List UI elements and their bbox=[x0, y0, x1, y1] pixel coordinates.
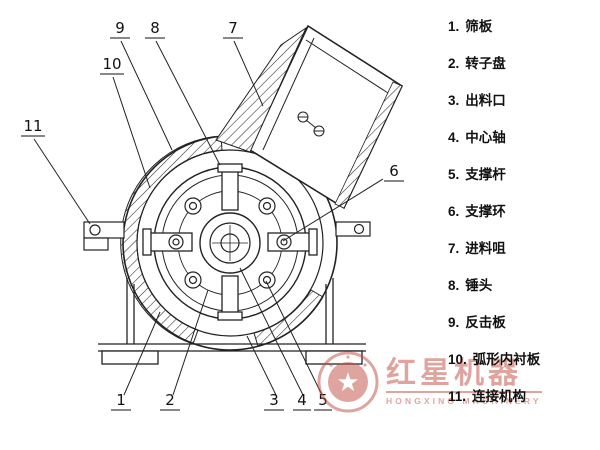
legend-num: 3. bbox=[448, 93, 460, 108]
legend-label: 反击板 bbox=[465, 315, 506, 330]
support-rod-bottom bbox=[221, 275, 239, 317]
legend-item-11: 11. 连接机构 bbox=[448, 378, 598, 415]
legend-item-4: 4. 中心轴 bbox=[448, 119, 598, 156]
legend-num: 8. bbox=[448, 278, 460, 293]
legend-item-7: 7. 进料咀 bbox=[448, 230, 598, 267]
callout-5: 5 bbox=[318, 391, 328, 409]
central-shaft bbox=[199, 212, 261, 274]
callout-6: 6 bbox=[389, 162, 399, 180]
legend-num: 11. bbox=[448, 389, 467, 404]
legend-label: 弧形内衬板 bbox=[472, 352, 541, 367]
legend-item-6: 6. 支撑环 bbox=[448, 193, 598, 230]
legend-label: 出料口 bbox=[465, 93, 506, 108]
legend-num: 10. bbox=[448, 352, 467, 367]
legend-item-10: 10. 弧形内衬板 bbox=[448, 341, 598, 378]
legend-label: 中心轴 bbox=[465, 130, 506, 145]
callout-7: 7 bbox=[228, 19, 238, 37]
legend-item-3: 3. 出料口 bbox=[448, 82, 598, 119]
legend-label: 锤头 bbox=[465, 278, 493, 293]
feed-chute bbox=[215, 24, 404, 210]
impact-plate-hatch bbox=[215, 26, 308, 153]
callout-9: 9 bbox=[115, 19, 125, 37]
legend-label: 连接机构 bbox=[472, 389, 527, 404]
mount-right bbox=[335, 221, 371, 237]
callout-3: 3 bbox=[269, 391, 279, 409]
support-rod-right-cap bbox=[308, 228, 318, 256]
leader-lines bbox=[33, 40, 384, 396]
parts-legend: 1. 筛板 2. 转子盘 3. 出料口 4. 中心轴 5. 支撑杆 6. 支撑环 7. 进料咀… bbox=[448, 8, 598, 415]
legend-num: 1. bbox=[448, 19, 460, 34]
legend-num: 7. bbox=[448, 241, 460, 256]
foot-left bbox=[101, 350, 159, 365]
callout-numbers: 9 8 7 10 11 6 1 2 3 4 5 bbox=[23, 19, 398, 409]
legend-num: 6. bbox=[448, 204, 460, 219]
support-rod-top-cap bbox=[217, 163, 243, 173]
legend-num: 5. bbox=[448, 167, 460, 182]
connection-bracket-left bbox=[83, 221, 125, 251]
legend-item-8: 8. 锤头 bbox=[448, 267, 598, 304]
legend-label: 转子盘 bbox=[465, 56, 506, 71]
callout-4: 4 bbox=[297, 391, 307, 409]
legend-label: 筛板 bbox=[465, 19, 493, 34]
legend-label: 支撑环 bbox=[465, 204, 506, 219]
legend-item-1: 1. 筛板 bbox=[448, 8, 598, 45]
support-rod-left-cap bbox=[142, 228, 152, 256]
legend-num: 9. bbox=[448, 315, 460, 330]
callout-2: 2 bbox=[165, 391, 175, 409]
legend-label: 支撑杆 bbox=[465, 167, 506, 182]
inner-housing-circle bbox=[136, 149, 324, 337]
legend-label: 进料咀 bbox=[465, 241, 506, 256]
chute-bolt-marks bbox=[297, 111, 325, 137]
support-rod-bottom-cap bbox=[217, 311, 243, 321]
callout-1: 1 bbox=[116, 391, 126, 409]
rotor-bolts bbox=[168, 197, 292, 289]
chute-wall-hatch bbox=[334, 81, 403, 209]
legend-item-5: 5. 支撑杆 bbox=[448, 156, 598, 193]
callout-8: 8 bbox=[150, 19, 160, 37]
legend-num: 2. bbox=[448, 56, 460, 71]
callout-11: 11 bbox=[23, 117, 42, 135]
legend-item-9: 9. 反击板 bbox=[448, 304, 598, 341]
callout-10: 10 bbox=[102, 55, 121, 73]
legend-item-2: 2. 转子盘 bbox=[448, 45, 598, 82]
foot-right bbox=[305, 350, 363, 365]
legend-num: 4. bbox=[448, 130, 460, 145]
support-rod-top bbox=[221, 169, 239, 211]
